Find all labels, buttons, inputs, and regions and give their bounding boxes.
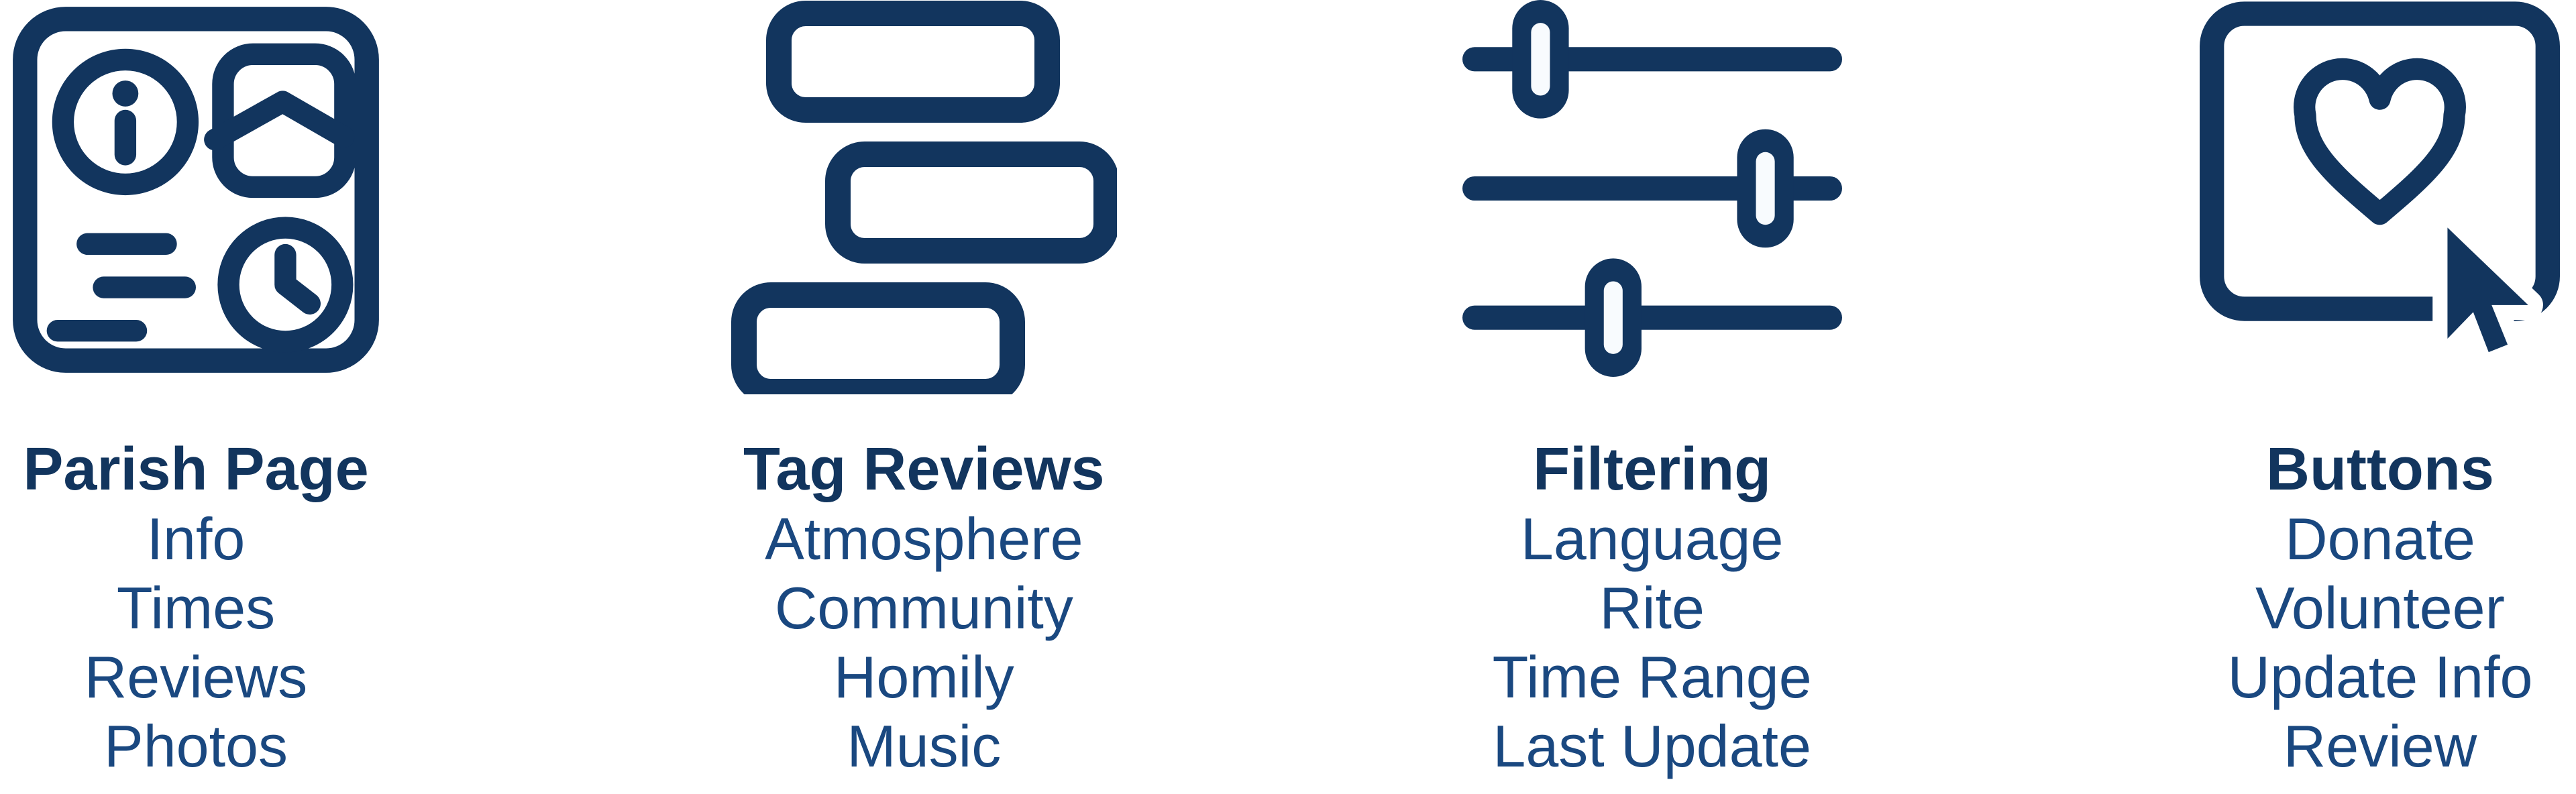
slider-row-3 [1462, 258, 1842, 377]
tag-top [766, 1, 1061, 123]
feature-item: Update Info [2227, 644, 2533, 710]
filters-icon-box [1458, 0, 1846, 394]
tag-middle [825, 141, 1118, 264]
tag-reviews-icon [731, 1, 1118, 394]
feature-parish-page: Parish Page Info Times Reviews Photos [0, 0, 392, 781]
parish-page-icon [13, 7, 379, 373]
buttons-icon-box [2198, 0, 2561, 394]
feature-item: Review [2283, 713, 2477, 779]
card-frame [2200, 1, 2561, 321]
feature-item: Homily [833, 644, 1014, 710]
feature-item: Reviews [84, 644, 308, 710]
feature-item-list: Language Rite Time Range Last Update [1493, 504, 1812, 781]
feature-item: Photos [104, 713, 288, 779]
feature-item-list: Atmosphere Community Homily Music [765, 504, 1083, 781]
heart-icon [2294, 58, 2467, 225]
feature-title: Filtering [1533, 436, 1772, 503]
feature-title: Parish Page [23, 436, 369, 503]
page-frame [13, 7, 379, 373]
tag-reviews-icon-box [731, 0, 1118, 394]
feature-title: Buttons [2266, 436, 2494, 503]
feature-title: Tag Reviews [743, 436, 1105, 503]
feature-item: Donate [2285, 506, 2475, 572]
feature-filtering: Filtering Language Rite Time Range Last … [1456, 0, 1848, 781]
buttons-icon [2200, 1, 2561, 367]
feature-item: Volunteer [2255, 575, 2505, 641]
cursor-icon [2432, 213, 2544, 367]
feature-item: Time Range [1492, 644, 1812, 710]
feature-item: Info [146, 506, 246, 572]
feature-item: Music [847, 713, 1002, 779]
feature-item: Language [1520, 506, 1784, 572]
filters-icon [1462, 0, 1842, 377]
slider-row-1 [1462, 0, 1842, 119]
image-icon [204, 43, 356, 198]
info-icon [52, 48, 199, 196]
feature-item: Community [774, 575, 1073, 641]
feature-buttons: Buttons Donate Volunteer Update Info Rev… [2184, 0, 2576, 781]
feature-item: Times [116, 575, 276, 641]
slider-row-2 [1462, 129, 1842, 248]
feature-item: Rite [1599, 575, 1705, 641]
text-lines-icon [46, 233, 196, 342]
feature-item: Atmosphere [765, 506, 1083, 572]
parish-page-icon-box [6, 0, 386, 394]
clock-icon [217, 217, 354, 353]
feature-tag-reviews: Tag Reviews Atmosphere Community Homily … [728, 0, 1120, 781]
feature-item-list: Donate Volunteer Update Info Review [2227, 504, 2532, 781]
feature-item-list: Info Times Reviews Photos [85, 504, 308, 781]
tag-bottom [731, 282, 1026, 394]
feature-item: Last Update [1493, 713, 1811, 779]
